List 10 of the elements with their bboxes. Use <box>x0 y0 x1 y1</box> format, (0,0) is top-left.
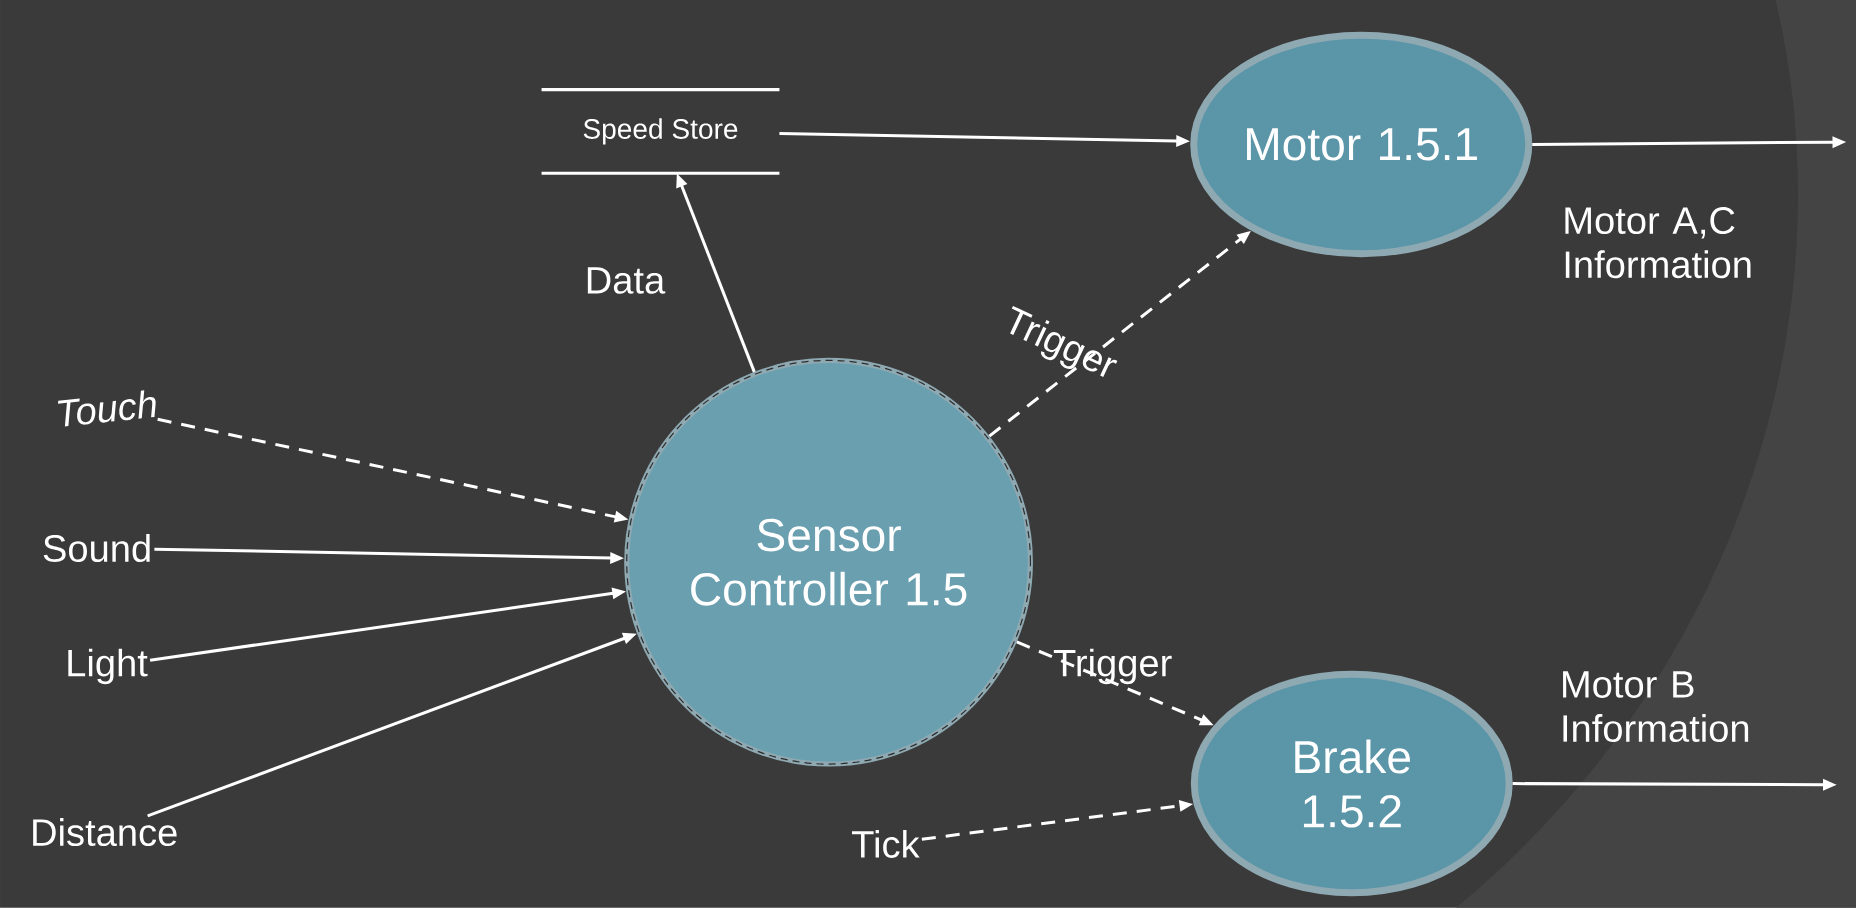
input-label: Distance <box>33 818 177 847</box>
edge-label: Data <box>587 267 666 294</box>
input-label: Light <box>68 648 148 685</box>
input-label: Tick <box>852 830 920 858</box>
edge-label: Trigger <box>1053 648 1172 685</box>
input-label: Sound <box>43 534 150 563</box>
input-label: Touch <box>58 390 156 427</box>
data-store: Speed Store <box>541 88 780 175</box>
edge-label: Motor B Information <box>1563 671 1749 743</box>
edge-label: Motor A,C Information <box>1565 207 1751 279</box>
